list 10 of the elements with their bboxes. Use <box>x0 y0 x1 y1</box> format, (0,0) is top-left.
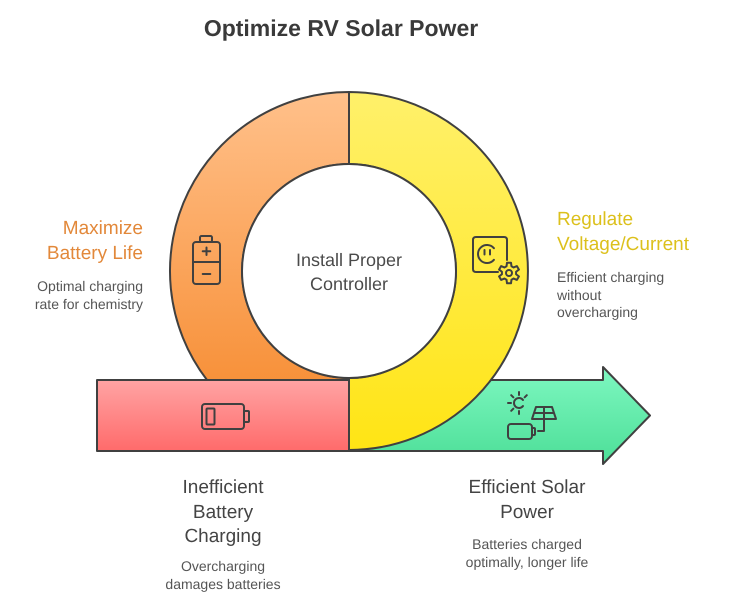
segment-heading: Efficient Solar Power <box>468 476 586 524</box>
segment-description: Optimal charging rate for chemistry <box>34 278 143 313</box>
segment-heading: Maximize Battery Life <box>46 217 143 266</box>
segment-heading: Inefficient Battery Charging <box>182 476 264 549</box>
segment-description: Batteries charged optimally, longer life <box>465 536 589 571</box>
segment-description: Efficient charging without overcharging <box>557 269 666 322</box>
diagram-title: Optimize RV Solar Power <box>203 14 479 43</box>
segment-heading: Regulate Voltage/Current <box>557 208 690 256</box>
segment-description: Overcharging damages batteries <box>164 558 282 593</box>
circle-label: Install Proper Controller <box>295 249 403 296</box>
